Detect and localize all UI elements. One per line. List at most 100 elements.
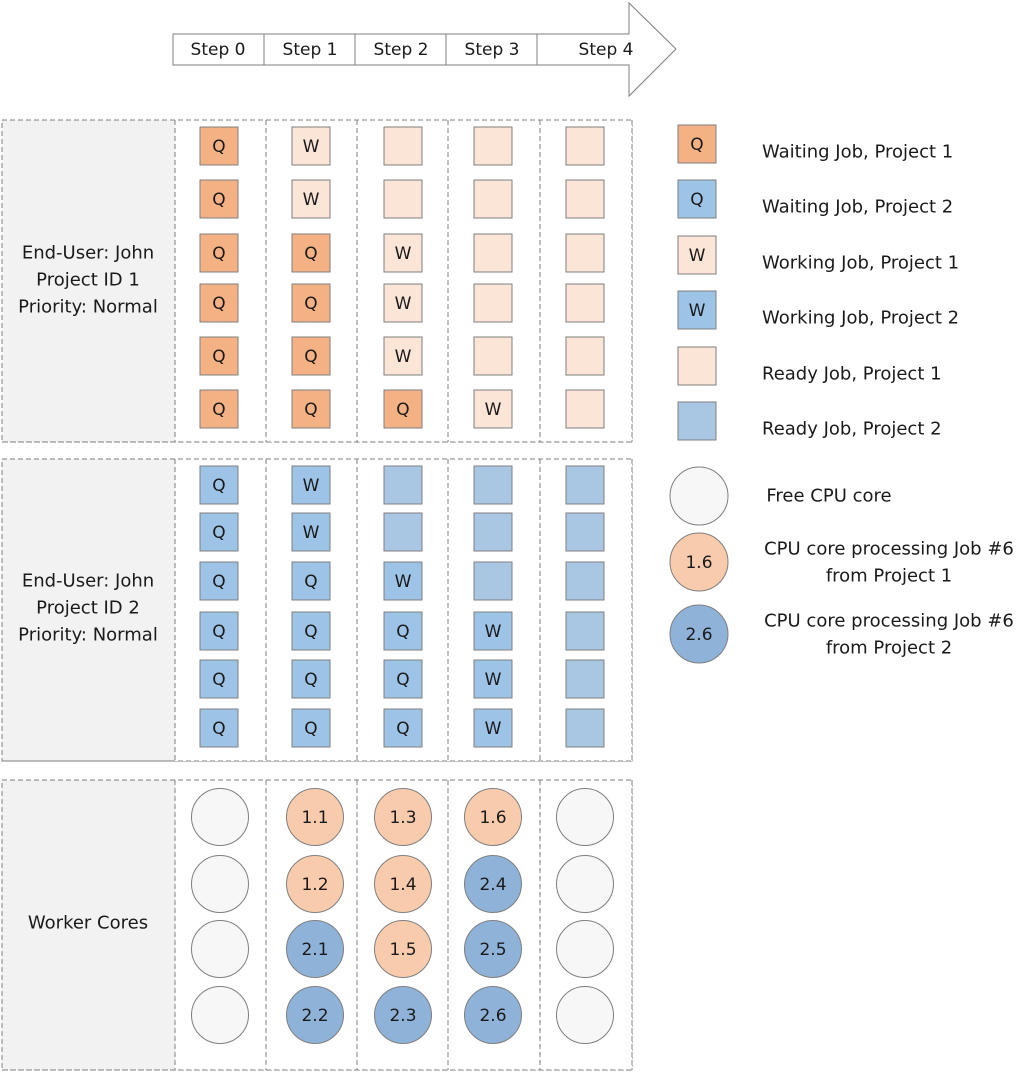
job-state-letter: W [395,347,412,367]
core-job-id: 2.4 [479,875,506,895]
legend-label: Working Job, Project 2 [762,308,959,329]
timeline-arrow [172,1,677,98]
busy-core: 2.1 [286,920,344,978]
free-core [191,920,249,978]
legend-label: Waiting Job, Project 2 [762,197,953,218]
job-square: Q [291,659,331,699]
free-core [556,855,614,913]
legend-swatch [677,346,717,386]
job-square: W [473,389,513,429]
legend-core-id: 2.6 [685,625,712,645]
job-square: Q [383,389,423,429]
job-square [473,561,513,601]
job-state-letter: Q [304,622,317,642]
core-job-id: 2.1 [301,940,328,960]
free-core [191,855,249,913]
job-state-letter: Q [396,719,409,739]
job-square: Q [383,611,423,651]
panel-label-line: End-User: John [22,571,154,592]
job-state-letter: W [303,476,320,496]
core-job-id: 2.3 [389,1006,416,1026]
legend-core-swatch: 2.6 [669,604,729,664]
job-state-letter: W [303,137,320,157]
job-square: W [473,708,513,748]
panel-label-line: Project ID 1 [36,270,140,291]
worker-cores-label: Worker Cores [28,913,148,934]
job-square: Q [199,611,239,651]
core-job-id: 1.6 [479,808,506,828]
step-label: Step 1 [283,40,338,60]
job-square: W [383,561,423,601]
step-label: Step 0 [191,40,246,60]
core-job-id: 1.2 [301,875,328,895]
job-square: Q [199,389,239,429]
job-state-letter: Q [212,572,225,592]
job-state-letter: Q [396,400,409,420]
job-state-letter: Q [396,670,409,690]
free-core [556,986,614,1044]
job-square: Q [199,179,239,219]
job-state-letter: Q [212,400,225,420]
busy-core: 1.3 [374,788,432,846]
job-state-letter: Q [212,294,225,314]
job-state-letter: Q [212,137,225,157]
job-square: Q [291,389,331,429]
job-state-letter: W [485,719,502,739]
core-job-id: 2.5 [479,940,506,960]
legend-swatch: W [677,235,717,275]
job-square: Q [383,659,423,699]
job-square [383,512,423,552]
core-job-id: 1.4 [389,875,416,895]
job-square: Q [199,465,239,505]
free-core [191,986,249,1044]
panel-label-line: End-User: John [22,243,154,264]
job-state-letter: Q [304,400,317,420]
job-state-letter: Q [212,670,225,690]
core-job-id: 1.5 [389,940,416,960]
job-square: W [473,611,513,651]
job-square: Q [291,611,331,651]
job-square: W [291,512,331,552]
job-square: Q [199,708,239,748]
busy-core: 2.3 [374,986,432,1044]
job-state-letter: Q [212,719,225,739]
legend-core-swatch: 1.6 [669,532,729,592]
core-job-id: 2.6 [479,1006,506,1026]
job-state-letter: W [485,670,502,690]
step-label: Step 4 [579,40,634,60]
job-square: Q [199,126,239,166]
job-state-letter: W [395,572,412,592]
job-square: W [383,336,423,376]
job-square: W [473,659,513,699]
busy-core: 1.2 [286,855,344,913]
job-square [473,465,513,505]
job-square [565,611,605,651]
job-square [565,233,605,273]
job-square: Q [199,336,239,376]
free-core [556,920,614,978]
legend-label: Working Job, Project 1 [762,253,959,274]
legend-swatch: Q [677,179,717,219]
job-state-letter: W [689,246,706,266]
free-core [191,788,249,846]
job-state-letter: Q [304,294,317,314]
job-square: Q [199,561,239,601]
legend-label: from Project 2 [826,638,952,659]
job-state-letter: W [303,190,320,210]
job-square [565,512,605,552]
job-square: W [291,179,331,219]
job-square [473,233,513,273]
step-label: Step 3 [465,40,520,60]
job-state-letter: Q [304,244,317,264]
job-square: Q [291,561,331,601]
legend-label: CPU core processing Job #6 [764,539,1014,560]
job-square: Q [291,336,331,376]
busy-core: 1.6 [464,788,522,846]
job-square: Q [199,283,239,323]
job-square [565,336,605,376]
core-job-id: 2.2 [301,1006,328,1026]
job-square: Q [199,233,239,273]
legend-label: from Project 1 [826,566,952,587]
job-state-letter: Q [690,135,703,155]
